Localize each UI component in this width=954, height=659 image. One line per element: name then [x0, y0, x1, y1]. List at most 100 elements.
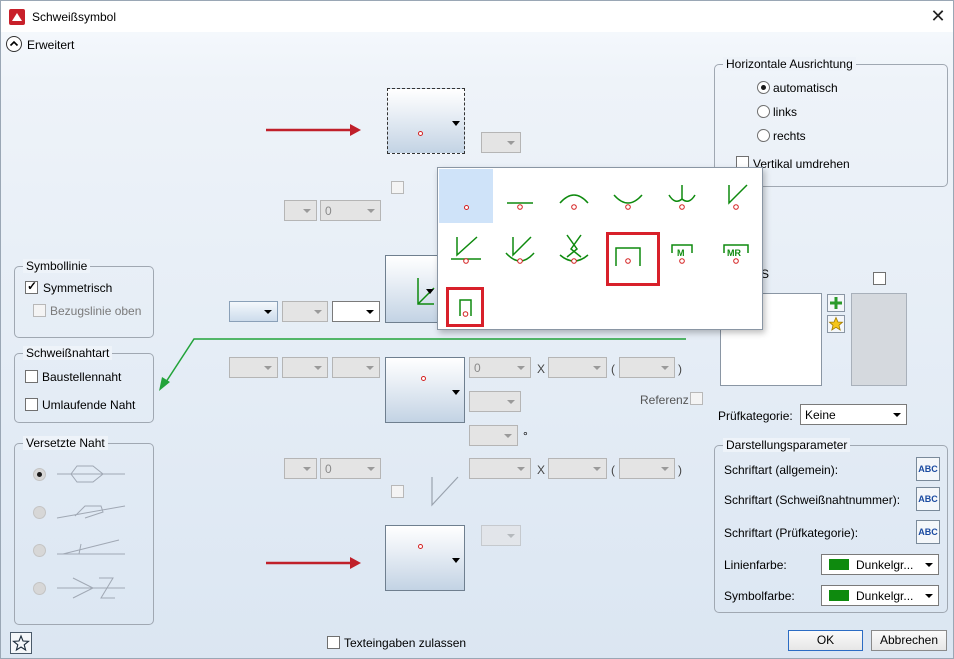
umlaufende-naht-checkbox[interactable] — [25, 398, 38, 411]
upper-prefix-combo[interactable] — [284, 200, 317, 221]
lower-length-field[interactable] — [469, 458, 531, 479]
offset-pattern-2-icon — [56, 505, 126, 519]
middle-symbol-box[interactable] — [385, 255, 439, 323]
symbol-square-butt[interactable] — [493, 169, 547, 223]
upper-symbol-side-combo[interactable] — [481, 132, 521, 153]
pruefkategorie-label: Prüfkategorie: — [718, 409, 793, 423]
rechts-label[interactable]: rechts — [773, 129, 806, 143]
green-guide-arrow — [159, 338, 686, 391]
cancel-button[interactable]: Abbrechen — [871, 630, 947, 651]
offset-pattern-3-icon — [57, 539, 125, 555]
offset-option-3-radio[interactable] — [33, 544, 46, 557]
rechts-radio[interactable] — [757, 129, 770, 142]
ok-button[interactable]: OK — [788, 630, 863, 651]
horizontale-ausrichtung-group: Horizontale Ausrichtung automatisch link… — [714, 57, 948, 187]
symbolfarbe-value: Dunkelgr... — [856, 589, 914, 603]
linienfarbe-combo[interactable]: Dunkelgr... — [821, 554, 939, 575]
links-label[interactable]: links — [773, 105, 798, 119]
app-icon — [9, 9, 25, 25]
texteingaben-checkbox[interactable] — [327, 636, 340, 649]
line-width-combo[interactable] — [332, 301, 380, 322]
referenz-label: Referenz — [640, 393, 689, 407]
referenz-checkbox[interactable] — [690, 392, 703, 405]
offset-option-2-radio[interactable] — [33, 506, 46, 519]
symbol-fillet-flat[interactable] — [439, 223, 493, 277]
right-option-checkbox[interactable] — [873, 272, 886, 285]
symbol-plug-mr[interactable]: MR — [709, 223, 763, 277]
x-separator-upper: X — [537, 362, 546, 376]
fillet-partial-icon — [417, 278, 435, 305]
upper-flag-checkbox[interactable] — [391, 181, 404, 194]
symbollinie-title: Symbollinie — [23, 259, 91, 273]
upper-symbol-dropdown[interactable] — [387, 88, 465, 154]
bezugslinie-checkbox[interactable] — [33, 304, 46, 317]
close-icon[interactable]: ✕ — [930, 6, 946, 26]
lower-flag-checkbox[interactable] — [391, 485, 404, 498]
symbol-x-convex[interactable] — [547, 223, 601, 277]
vertikal-umdrehen-label[interactable]: Vertikal umdrehen — [753, 157, 850, 171]
favorites-star-icon[interactable] — [10, 632, 32, 654]
main-symbol-dropdown[interactable] — [385, 357, 465, 423]
angle-combo[interactable] — [469, 425, 518, 446]
schweissnahtart-title: Schweißnahtart — [23, 346, 113, 360]
expander-label[interactable]: Erweitert — [27, 38, 75, 52]
font-weld-number-button[interactable]: ABC — [916, 487, 940, 511]
symbol-concave[interactable] — [601, 169, 655, 223]
lower-symbol-side-combo[interactable] — [481, 525, 521, 546]
versetzte-naht-group: Versetzte Naht — [14, 436, 154, 625]
pruefkategorie-combo[interactable]: Keine — [800, 404, 907, 425]
main-count-combo[interactable] — [548, 357, 607, 378]
reference-dot — [418, 131, 423, 136]
symbol-double-concave[interactable] — [655, 169, 709, 223]
offset-pattern-1-icon — [57, 465, 125, 483]
lower-size-value: 0 — [325, 462, 332, 476]
symbol-fillet-concave[interactable] — [493, 223, 547, 277]
upper-size-combo[interactable]: 0 — [320, 200, 381, 221]
baustellennaht-label[interactable]: Baustellennaht — [42, 370, 122, 384]
automatisch-radio[interactable] — [757, 81, 770, 94]
symmetrisch-label[interactable]: Symmetrisch — [43, 281, 113, 295]
lower-prefix-combo[interactable] — [284, 458, 317, 479]
main-length-field[interactable]: 0 — [469, 357, 531, 378]
links-radio[interactable] — [757, 105, 770, 118]
paren-open-upper: ( — [611, 362, 615, 376]
lower-pitch-combo[interactable] — [619, 458, 675, 479]
symbol-plug-m[interactable]: M — [655, 223, 709, 277]
main-pitch-combo[interactable] — [619, 357, 675, 378]
x-separator-lower: X — [537, 463, 546, 477]
offset-option-1-radio[interactable] — [33, 468, 46, 481]
lower-fillet-icon — [431, 476, 459, 507]
symbol-none[interactable] — [439, 169, 493, 223]
lower-size-combo[interactable]: 0 — [320, 458, 381, 479]
line-style-combo[interactable] — [282, 301, 328, 322]
automatisch-label[interactable]: automatisch — [773, 81, 838, 95]
baustellennaht-checkbox[interactable] — [25, 370, 38, 383]
offset-pattern-4-icon — [57, 577, 125, 599]
lower-count-combo[interactable] — [548, 458, 607, 479]
paren-open-lower: ( — [611, 463, 615, 477]
line-type-combo[interactable] — [229, 301, 278, 322]
main-size-combo[interactable] — [282, 357, 328, 378]
symbol-narrow-plug-highlighted[interactable] — [446, 287, 484, 327]
font-general-button[interactable]: ABC — [916, 457, 940, 481]
favorite-star-icon[interactable] — [827, 315, 845, 333]
main-length-value: 0 — [474, 361, 481, 375]
chevron-up-icon[interactable] — [6, 36, 22, 52]
linienfarbe-swatch — [829, 559, 849, 570]
contour-combo[interactable] — [469, 391, 521, 412]
offset-option-4-radio[interactable] — [33, 582, 46, 595]
symbol-convex[interactable] — [547, 169, 601, 223]
symbolfarbe-combo[interactable]: Dunkelgr... — [821, 585, 939, 606]
main-extra-combo[interactable] — [332, 357, 380, 378]
texteingaben-label[interactable]: Texteingaben zulassen — [344, 636, 467, 650]
add-icon[interactable] — [827, 294, 845, 312]
umlaufende-naht-label[interactable]: Umlaufende Naht — [42, 398, 136, 412]
plug-mr-label: MR — [727, 248, 741, 258]
lower-symbol-dropdown[interactable] — [385, 525, 465, 591]
symmetrisch-checkbox[interactable] — [25, 279, 38, 294]
symbol-fillet[interactable] — [709, 169, 763, 223]
font-category-button[interactable]: ABC — [916, 520, 940, 544]
section-label-fragment: S — [761, 267, 770, 281]
main-prefix-combo[interactable] — [229, 357, 278, 378]
symbol-plug-highlighted[interactable] — [606, 232, 660, 286]
